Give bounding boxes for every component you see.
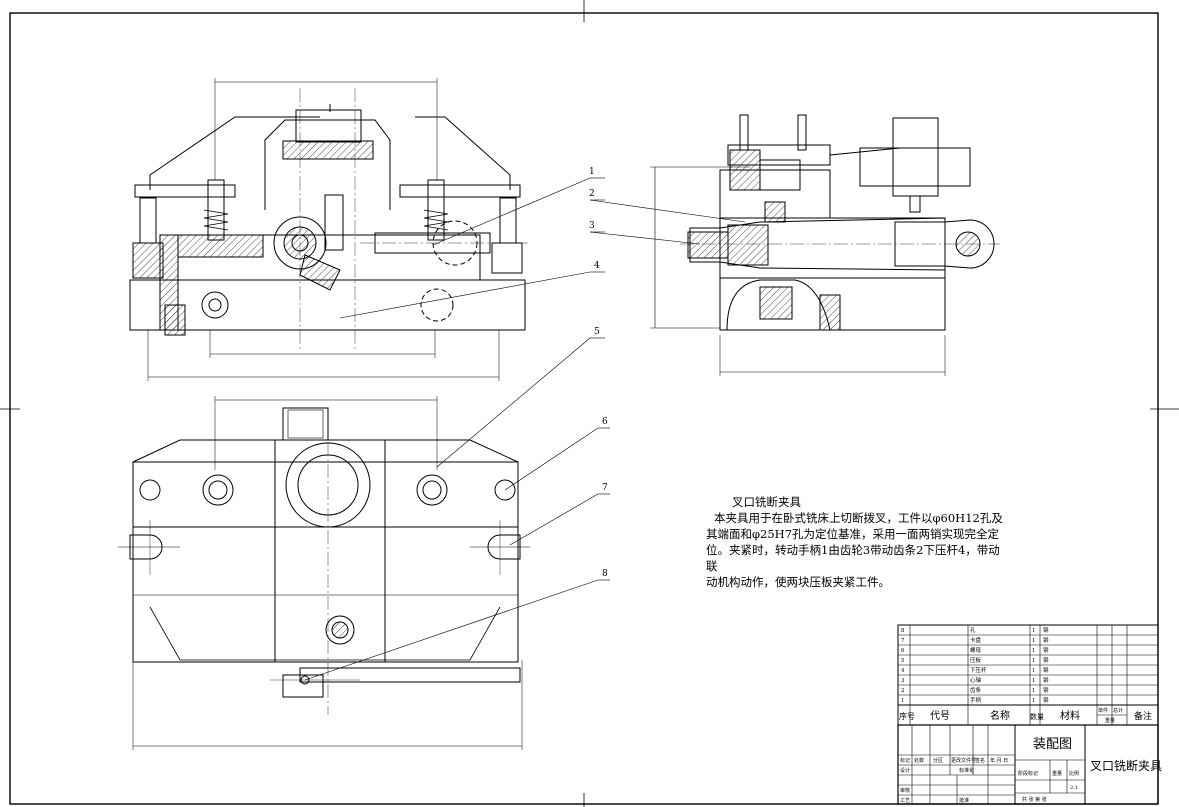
label-sign: 签名 — [975, 757, 985, 764]
parts-list-header: 序号 代号 名称 数量 材料 单件 总计 重量 备注 — [899, 707, 1152, 724]
description-line-3: 位。夹紧时，转动手柄1由齿轮3带动齿条2下压杆4，带动联 — [706, 543, 1000, 573]
part-qty: 1 — [1032, 628, 1036, 634]
part-name: 孔 — [970, 626, 976, 634]
description-block: 叉口铣断夹具 本夹具用于在卧式铣床上切断拨叉，工件以φ60H12孔及 其端面和φ… — [706, 494, 1006, 590]
label-review: 审核 — [900, 787, 910, 794]
parts-list-table — [897, 624, 1159, 726]
label-standardize: 标准化 — [959, 767, 974, 774]
balloon-1: 1 — [589, 167, 595, 177]
header-name: 名称 — [990, 709, 1010, 722]
part-mat: 钢 — [1043, 626, 1049, 634]
part-name: 卡盘 — [970, 636, 982, 644]
part-no: 8 — [901, 628, 905, 634]
balloon-7: 7 — [602, 483, 608, 493]
header-weight: 重量 — [1105, 717, 1115, 724]
label-zone: 分区 — [933, 757, 943, 764]
part-no: 4 — [901, 668, 905, 674]
header-no: 序号 — [899, 711, 915, 721]
description-line-1: 本夹具用于在卧式铣床上切断拨叉，工件以φ60H12孔及 — [714, 511, 1003, 525]
title-block — [897, 724, 1159, 805]
top-view — [118, 396, 530, 750]
label-approve: 批准 — [959, 797, 969, 804]
label-scale: 比例 — [1069, 770, 1079, 777]
description-line-4: 动机构动作，使两块压板夹紧工件。 — [706, 575, 890, 589]
balloon-8: 8 — [602, 569, 608, 579]
header-total: 总计 — [1113, 707, 1123, 714]
label-change-no: 更改文件号 — [951, 757, 976, 764]
part-no: 6 — [901, 648, 905, 654]
label-sheets: 共 张 第 张 — [1022, 796, 1047, 803]
description-title: 叉口铣断夹具 — [732, 495, 801, 509]
title-block-labels: 标记 处数 分区 更改文件号 签名 年.月.日 设计 标准化 审核 工艺 批准 … — [900, 757, 1079, 804]
label-count: 处数 — [914, 757, 924, 764]
part-mat: 钢 — [1043, 636, 1049, 644]
label-design: 设计 — [900, 767, 910, 774]
header-material: 材料 — [1060, 709, 1080, 722]
part-mat: 钢 — [1043, 686, 1049, 694]
balloon-4: 4 — [594, 261, 600, 271]
front-view — [129, 78, 530, 381]
part-mat: 钢 — [1043, 646, 1049, 654]
balloon-labels: 1 2 3 4 5 6 7 8 — [589, 167, 608, 579]
part-name-title: 叉口铣断夹具 — [1090, 758, 1162, 773]
label-process: 工艺 — [900, 798, 910, 804]
part-qty: 1 — [1032, 658, 1036, 664]
balloon-5: 5 — [594, 327, 600, 337]
header-code: 代号 — [930, 710, 950, 722]
part-no: 2 — [901, 688, 905, 694]
side-view — [650, 114, 1000, 376]
part-mat: 钢 — [1043, 696, 1049, 704]
balloon-6: 6 — [602, 417, 608, 427]
header-single: 单件 — [1098, 707, 1108, 714]
part-no: 1 — [901, 698, 905, 704]
label-mark: 标记 — [900, 757, 910, 764]
part-mat: 钢 — [1043, 676, 1049, 684]
label-stage: 阶段标记 — [1018, 770, 1038, 777]
part-qty: 1 — [1032, 698, 1036, 704]
part-no: 5 — [901, 658, 905, 664]
part-name: 压板 — [970, 656, 982, 664]
part-name: 心轴 — [970, 676, 982, 684]
part-no: 7 — [901, 638, 905, 644]
header-qty: 数量 — [1030, 712, 1044, 721]
part-no: 3 — [901, 678, 905, 684]
part-qty: 1 — [1032, 668, 1036, 674]
label-date: 年.月.日 — [990, 757, 1008, 764]
label-weight: 重量 — [1052, 770, 1062, 777]
description-line-2: 其端面和φ25H7孔为定位基准，采用一面两销实现完全定 — [706, 527, 1000, 541]
part-name: 螺母 — [970, 646, 982, 654]
balloon-2: 2 — [589, 189, 595, 199]
header-remark: 备注 — [1134, 710, 1152, 722]
part-qty: 1 — [1032, 648, 1036, 654]
part-qty: 1 — [1032, 638, 1036, 644]
part-qty: 1 — [1032, 688, 1036, 694]
part-mat: 钢 — [1043, 656, 1049, 664]
part-qty: 1 — [1032, 678, 1036, 684]
part-name: 下压杆 — [970, 666, 987, 674]
scale-value: 2:1 — [1070, 785, 1078, 791]
part-name: 齿条 — [970, 686, 982, 694]
part-mat: 钢 — [1043, 666, 1049, 674]
parts-list-rows: 8 孔 1 钢 7 卡盘 1 钢 6 螺母 1 钢 5 压板 1 钢 4 下压杆… — [901, 626, 1049, 704]
leader-lines — [304, 177, 746, 681]
part-name: 手柄 — [970, 696, 982, 704]
balloon-3: 3 — [589, 221, 595, 231]
drawing-name: 装配图 — [1033, 737, 1072, 752]
